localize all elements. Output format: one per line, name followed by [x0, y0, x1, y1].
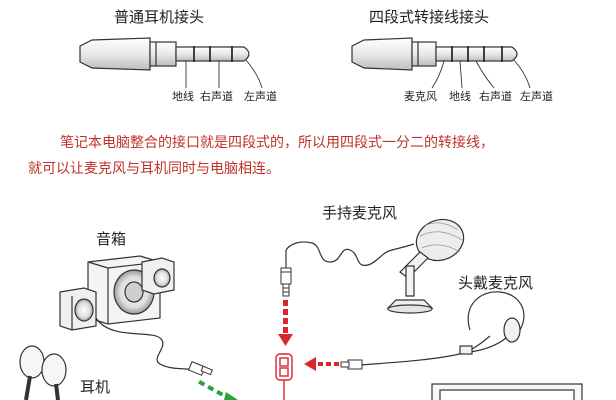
splitter-adapter	[275, 353, 293, 381]
four-pole-plug	[351, 37, 518, 71]
note-line-2: 就可以让麦克风与耳机同时与电脑相连。	[28, 161, 280, 177]
red-arrow-down	[278, 300, 293, 346]
standard-right-label: 右声道	[200, 90, 233, 103]
standard-plug	[79, 37, 250, 71]
four-pole-plug-title: 四段式转接线接头	[369, 8, 490, 26]
speaker-plug	[187, 361, 214, 376]
four-pole-plug-rings	[451, 46, 503, 62]
note-line-1: 笔记本电脑整合的接口就是四段式的，所以用四段式一分二的转接线，	[60, 135, 494, 151]
handheld-mic-label: 手持麦克风	[322, 204, 398, 222]
four-pole-ground-label: 地线	[449, 90, 471, 103]
speaker-label: 音箱	[96, 230, 127, 248]
four-pole-left-label: 左声道	[520, 90, 553, 103]
speaker-cable	[95, 317, 197, 371]
standard-ground-label: 地线	[172, 90, 194, 103]
headset-plug	[340, 359, 363, 370]
standard-plug-leaders	[185, 59, 263, 89]
earphone-label: 耳机	[80, 378, 111, 396]
standard-plug-rings	[193, 46, 233, 62]
green-arrow	[198, 380, 238, 400]
four-pole-mic-label: 麦克风	[404, 90, 437, 103]
headset-cable	[359, 335, 491, 366]
mic-plug	[280, 267, 292, 297]
speaker-icon	[59, 255, 175, 331]
handheld-mic-icon	[386, 218, 465, 314]
laptop-icon	[431, 383, 583, 400]
earphone-icon	[19, 345, 67, 400]
standard-plug-title: 普通耳机接头	[114, 8, 205, 26]
headset-mic-label: 头戴麦克风	[458, 274, 534, 292]
headset-mic-icon	[459, 291, 525, 355]
four-pole-plug-leaders	[431, 59, 531, 89]
mic-cable	[285, 241, 415, 266]
red-arrow-left	[304, 357, 339, 371]
standard-left-label: 左声道	[244, 90, 277, 103]
four-pole-right-label: 右声道	[479, 90, 512, 103]
